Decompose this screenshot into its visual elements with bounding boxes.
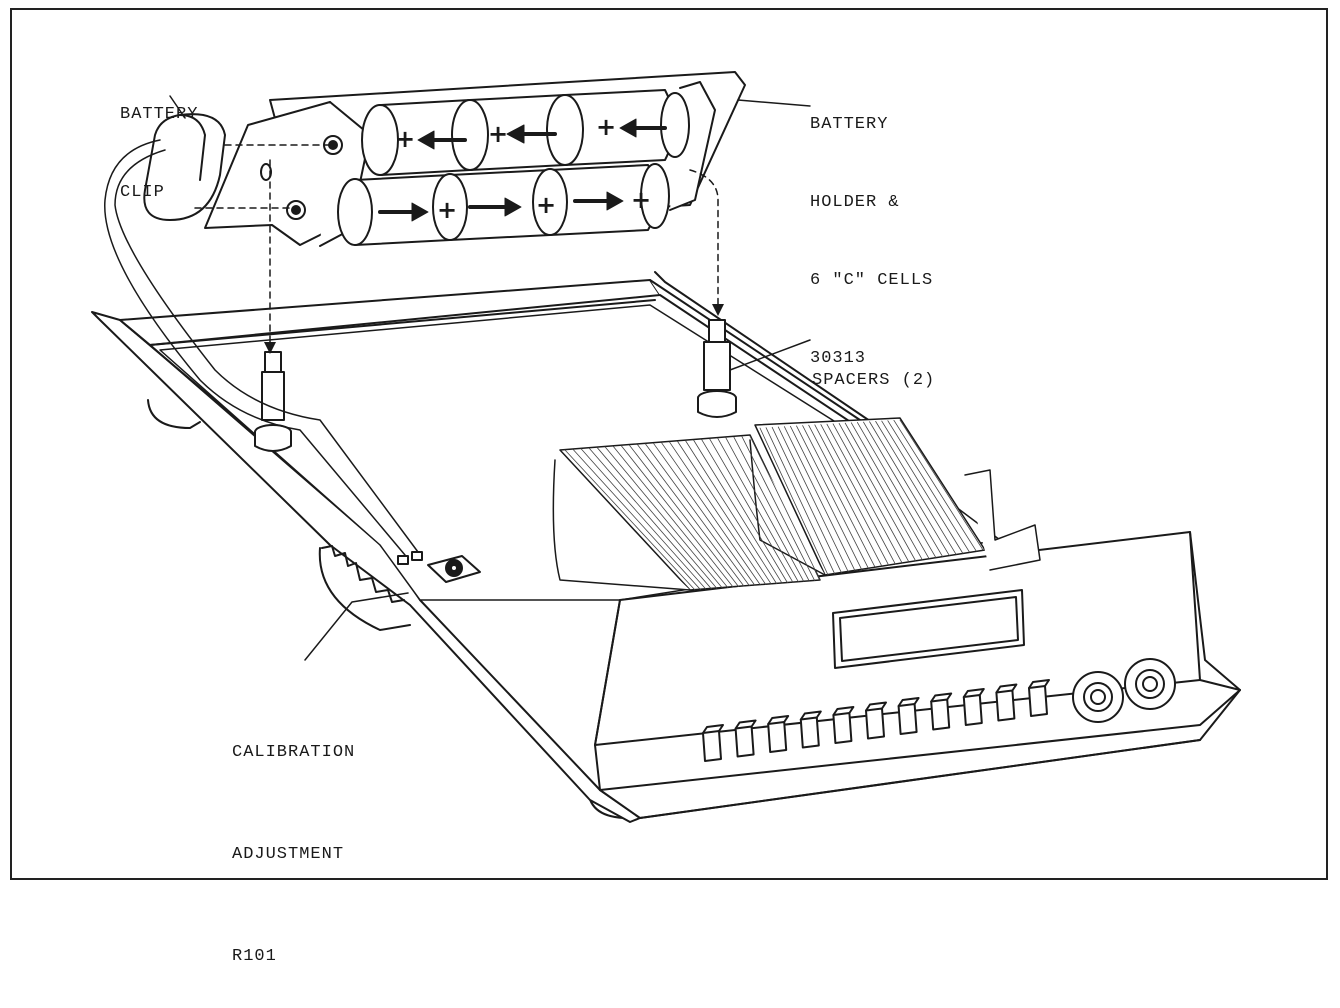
input-jack — [1072, 671, 1124, 723]
c-cells — [337, 89, 690, 246]
exploded-view-drawing — [91, 71, 1241, 823]
front-panel-button — [767, 715, 790, 753]
front-panel-button — [930, 692, 953, 731]
battery-clip-label-line: BATTERY — [120, 105, 199, 124]
battery-holder-label: BATTERY HOLDER & 6 "C" CELLS 30313 — [810, 60, 933, 398]
battery-clip-label-line: CLIP — [120, 183, 165, 202]
calibration-label-line: ADJUSTMENT — [232, 845, 345, 864]
front-panel-button — [897, 697, 920, 735]
assembly-guide-lines — [194, 144, 719, 351]
polarity-plus-sign: + — [596, 113, 618, 141]
battery-holder-label-line: HOLDER & — [810, 193, 900, 212]
calibration-label-line: R101 — [232, 947, 277, 966]
battery-clip-label: BATTERY CLIP — [120, 50, 198, 232]
front-panel-button — [734, 719, 757, 758]
spacers-label-text: SPACERS (2) — [812, 371, 936, 390]
battery-holder-label-line: 6 "C" CELLS — [810, 271, 934, 290]
front-panel-button — [865, 701, 887, 740]
front-panel-buttons — [702, 679, 1050, 762]
spacers-label: SPACERS (2) — [812, 316, 935, 420]
lcd-display-window — [832, 589, 1025, 669]
front-panel-button — [832, 706, 855, 744]
leader-lines — [169, 95, 811, 661]
front-panel — [594, 531, 1241, 819]
calibration-label: CALIBRATION ADJUSTMENT R101 — [232, 668, 355, 1008]
ribbon-cables — [552, 417, 1041, 591]
spacer-left — [254, 351, 292, 452]
spacer-right — [697, 319, 737, 418]
front-panel-button — [995, 683, 1018, 722]
calibration-pot-r101 — [427, 555, 481, 583]
battery-holder-label-line: BATTERY — [810, 115, 889, 134]
c-cell — [546, 89, 690, 166]
polarity-plus-sign: + — [395, 125, 417, 153]
front-panel-button — [962, 688, 985, 726]
input-jack — [1124, 658, 1176, 710]
polarity-arrows — [378, 118, 667, 222]
front-panel-button — [799, 710, 822, 749]
battery-holder-label-line: 30313 — [810, 349, 867, 368]
polarity-plus-sign: + — [437, 196, 459, 224]
calibration-label-line: CALIBRATION — [232, 743, 356, 762]
battery-clip — [104, 113, 419, 556]
front-panel-button — [702, 724, 724, 762]
polarity-plus-sign: + — [536, 191, 558, 219]
input-jacks — [1072, 658, 1176, 723]
front-panel-button — [1028, 679, 1050, 717]
polarity-plus-sign: + — [488, 120, 510, 148]
polarity-plus-sign: + — [631, 186, 653, 214]
